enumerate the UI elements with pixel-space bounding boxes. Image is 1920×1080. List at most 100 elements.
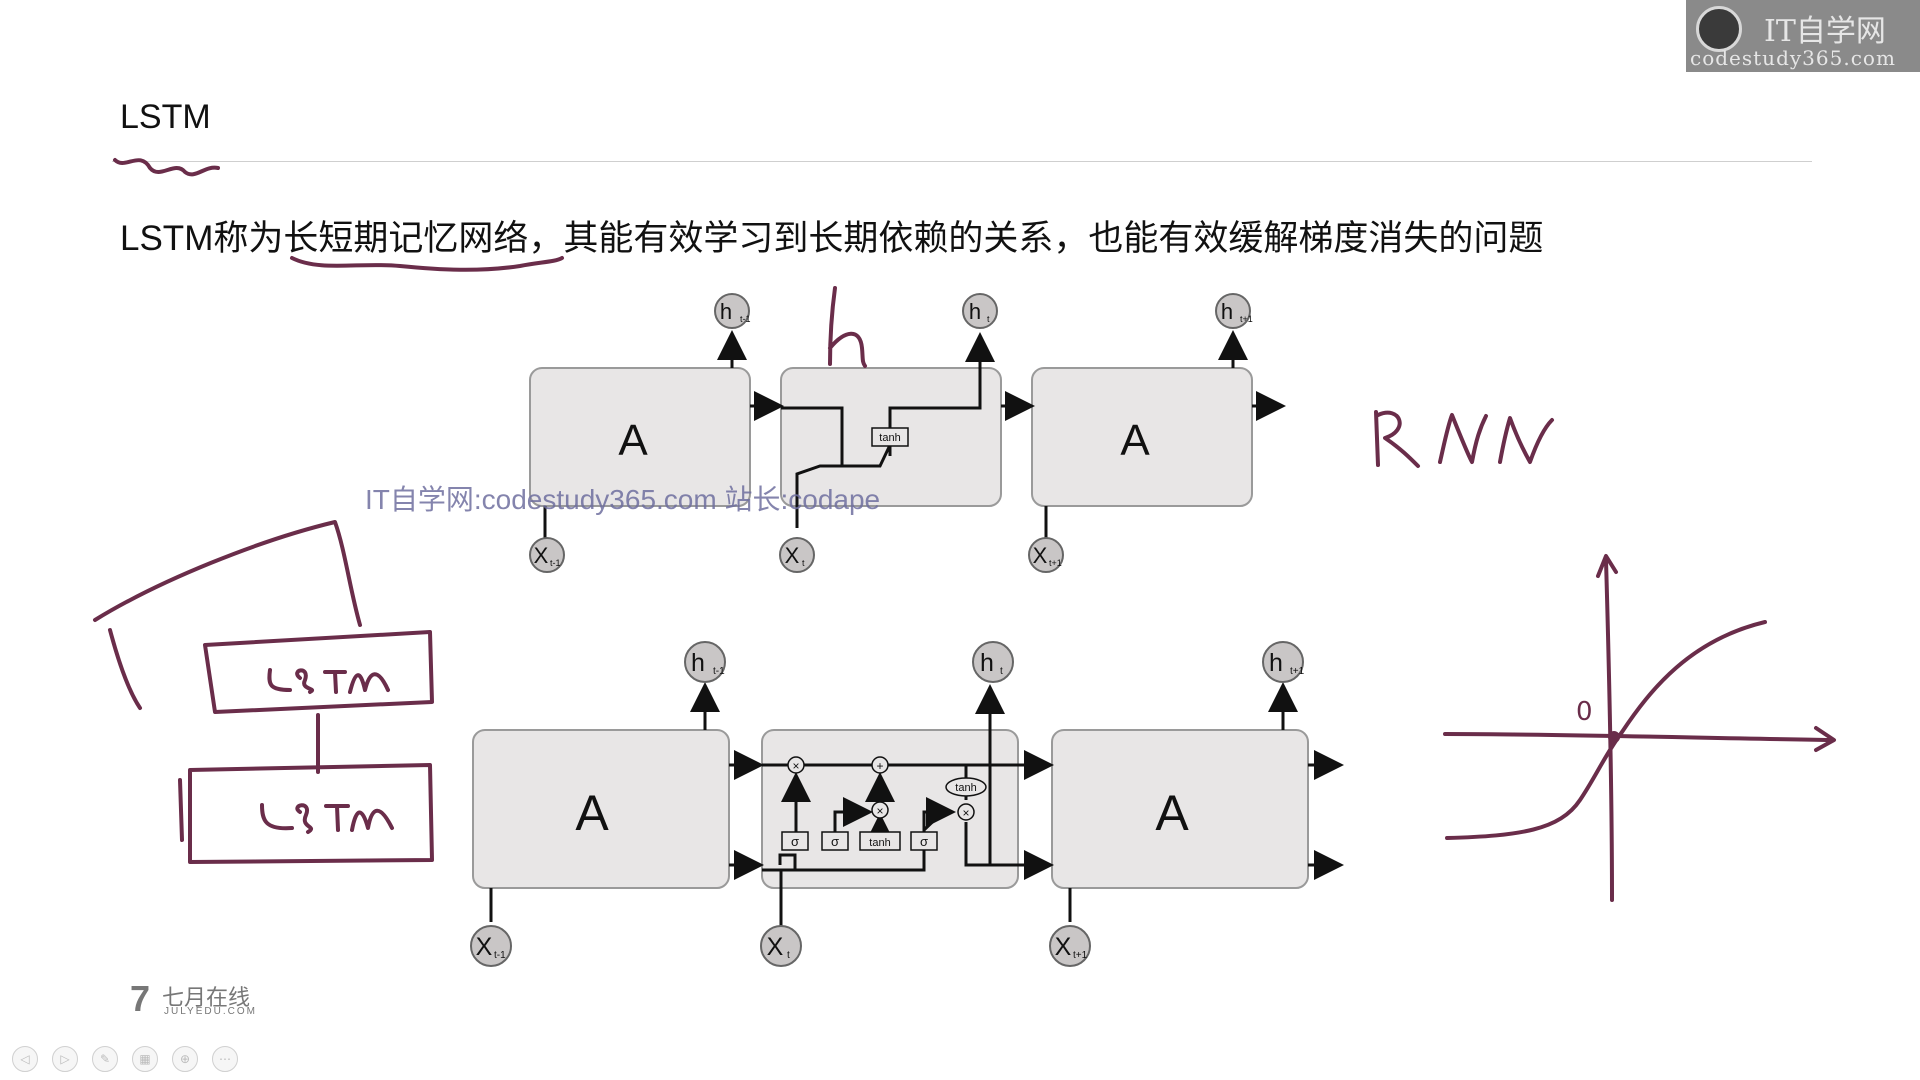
h-mark xyxy=(828,286,867,368)
grid-icon[interactable]: ▦ xyxy=(132,1046,158,1072)
lstm-output-3-sub: t+1 xyxy=(1290,666,1305,677)
slide-toolbar: ◁ ▷ ✎ ▦ ⊕ ⋯ xyxy=(12,1046,238,1072)
rnn-output-2-label: h xyxy=(969,299,981,324)
lstm-output-2-sub: t xyxy=(1000,666,1003,677)
zoom-icon[interactable]: ⊕ xyxy=(172,1046,198,1072)
lstm-gate-input-label: σ xyxy=(831,834,839,849)
rnn-input-1-sub: t-1 xyxy=(550,558,561,568)
more-icon[interactable]: ⋯ xyxy=(212,1046,238,1072)
lstm-op-add: + xyxy=(871,756,889,774)
site-logo: IT自学网 codestudy365.com xyxy=(1686,0,1920,72)
stack-roof xyxy=(93,520,362,627)
rnn-output-node-2: h t xyxy=(962,293,998,329)
lstm-gate-input xyxy=(821,831,849,851)
rnn-cell-label-left: A xyxy=(618,416,648,465)
lstm-output-1-sub: t-1 xyxy=(713,666,725,677)
lstm-out-tanh xyxy=(945,777,987,797)
rnn-input-2-sub: t xyxy=(802,558,805,568)
logo-line-1: IT自学网 xyxy=(1764,14,1886,49)
rnn-handwriting xyxy=(1374,410,1554,468)
lstm-output-3-label: h xyxy=(1269,649,1283,677)
rnn-input-3-label: X xyxy=(1033,543,1048,568)
stack-box-top xyxy=(203,630,434,714)
july-logo-mark: 7 xyxy=(130,978,151,1019)
graph-curve xyxy=(1445,620,1767,840)
rnn-tanh-box xyxy=(871,427,909,447)
rnn-output-2-sub: t xyxy=(987,314,990,324)
title-divider xyxy=(112,161,1812,162)
rnn-diagram: A A tanh h t-1 h t h xyxy=(529,293,1286,573)
rnn-input-node-2: X t xyxy=(779,537,815,573)
lstm-input-3-sub: t+1 xyxy=(1073,950,1088,961)
lstm-cell-label-right: A xyxy=(1155,785,1189,841)
lstm-gate-forget xyxy=(781,831,809,851)
rnn-output-1-sub: t-1 xyxy=(740,314,751,324)
mascot-icon xyxy=(1696,6,1742,52)
stack-left-line xyxy=(178,778,184,842)
rnn-cell-right xyxy=(1031,367,1253,507)
lstm-output-node-3: h t+1 xyxy=(1262,641,1305,683)
lstm-cell-right xyxy=(1051,729,1309,889)
rnn-output-node-3: h t+1 xyxy=(1215,293,1253,329)
rnn-cell-label-right: A xyxy=(1120,416,1150,465)
lstm-cell-left xyxy=(472,729,730,889)
lstm-input-node-1: X t-1 xyxy=(470,925,512,967)
pen-icon[interactable]: ✎ xyxy=(92,1046,118,1072)
lstm-op-4-label: × xyxy=(962,806,969,820)
lstm-op-3-label: × xyxy=(876,804,883,818)
rnn-input-node-3: X t+1 xyxy=(1028,537,1064,573)
rnn-output-3-label: h xyxy=(1221,299,1233,324)
lstm-diagram: A A σ σ tanh σ xyxy=(470,641,1344,967)
prev-icon[interactable]: ◁ xyxy=(12,1046,38,1072)
lstm-input-3-label: X xyxy=(1055,933,1072,961)
slide-title: LSTM xyxy=(120,98,211,136)
lstm-gate-output-label: σ xyxy=(920,834,928,849)
lstm-input-2-label: X xyxy=(767,933,784,961)
lstm-op-output-multiply: × xyxy=(957,803,975,821)
lstm-output-node-1: h t-1 xyxy=(684,641,726,683)
watermark-text: IT自学网:codestudy365.com 站长:codape xyxy=(365,484,881,515)
lstm-output-node-2: h t xyxy=(972,641,1014,683)
logo-line-2: codestudy365.com xyxy=(1690,46,1896,70)
july-logo-cn: 七月在线 xyxy=(162,985,251,1010)
lstm-op-1-label: × xyxy=(792,759,799,773)
stack-left-bracket xyxy=(108,628,142,710)
lstm-op-2-label: + xyxy=(876,759,883,773)
graph-x-axis xyxy=(1443,726,1836,752)
rnn-input-2-label: X xyxy=(785,543,800,568)
rnn-input-3-sub: t+1 xyxy=(1049,558,1062,568)
lstm-gate-candidate-label: tanh xyxy=(869,837,890,849)
lstm-op-input-multiply: × xyxy=(871,801,889,819)
lstm-input-1-sub: t-1 xyxy=(494,950,506,961)
graph-y-axis xyxy=(1596,554,1618,902)
stack-lstm-bottom-text xyxy=(260,803,394,834)
stack-box-bottom xyxy=(188,763,434,864)
lstm-out-tanh-label: tanh xyxy=(955,782,976,794)
graph-origin-label: 0 xyxy=(1576,697,1593,727)
lstm-input-2-sub: t xyxy=(787,950,790,961)
rnn-cell-left xyxy=(529,367,751,507)
body-underline xyxy=(290,256,564,272)
slide-body-text: LSTM称为长短期记忆网络，其能有效学习到长期依赖的关系，也能有效缓解梯度消失的… xyxy=(120,219,1544,258)
rnn-output-node-1: h t-1 xyxy=(714,293,751,329)
lstm-input-1-label: X xyxy=(476,933,493,961)
handwritten-annotations xyxy=(93,158,1836,902)
july-logo-en: JULYEDU.COM xyxy=(164,1006,257,1017)
rnn-output-1-label: h xyxy=(720,299,732,324)
lstm-input-node-3: X t+1 xyxy=(1049,925,1091,967)
title-squiggle xyxy=(113,158,220,177)
lstm-input-node-2: X t xyxy=(760,925,802,967)
rnn-input-node-1: X t-1 xyxy=(529,537,565,573)
lstm-gate-forget-label: σ xyxy=(791,834,799,849)
play-icon[interactable]: ▷ xyxy=(52,1046,78,1072)
lstm-op-forget-multiply: × xyxy=(787,756,805,774)
graph-origin-dot xyxy=(1608,731,1620,743)
rnn-output-3-sub: t+1 xyxy=(1240,314,1253,324)
lstm-gate-candidate xyxy=(859,831,901,851)
lstm-output-1-label: h xyxy=(691,649,705,677)
lstm-cell-label-left: A xyxy=(575,785,609,841)
rnn-tanh-label: tanh xyxy=(879,432,900,444)
lstm-gate-output xyxy=(910,831,938,851)
rnn-input-1-label: X xyxy=(534,543,549,568)
